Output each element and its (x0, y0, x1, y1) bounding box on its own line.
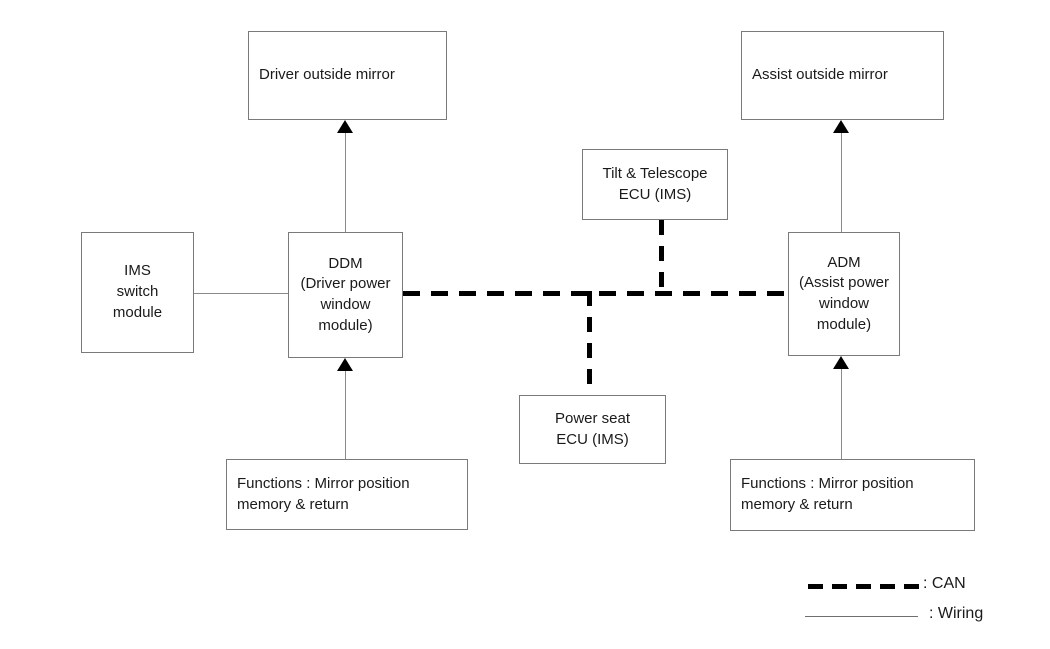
node-ims-switch-module: IMS switch module (81, 232, 194, 353)
wire-adm-to-assist-mirror (841, 124, 842, 232)
wire-ims-switch-to-ddm (194, 293, 288, 294)
arrow-adm-to-assist-mirror (833, 120, 849, 133)
arrow-functions-left-to-ddm (337, 358, 353, 371)
node-power-seat-ecu: Power seat ECU (IMS) (519, 395, 666, 464)
wire-ddm-to-driver-mirror (345, 124, 346, 232)
node-tilt-telescope-ecu: Tilt & Telescope ECU (IMS) (582, 149, 728, 220)
legend-can-line-sample (808, 584, 921, 589)
legend-can-label: : CAN (923, 575, 966, 592)
can-branch-power-seat (587, 291, 592, 396)
legend: : CAN : Wiring (800, 568, 1040, 628)
node-functions-left: Functions : Mirror position memory & ret… (226, 459, 468, 530)
wire-functions-left-to-ddm (345, 362, 346, 459)
legend-row-wiring: : Wiring (800, 598, 1040, 628)
node-adm-assist-power-window-module: ADM (Assist power window module) (788, 232, 900, 356)
can-bus-main-horizontal (403, 291, 789, 296)
wire-functions-right-to-adm (841, 360, 842, 459)
legend-row-can: : CAN (800, 568, 1040, 598)
arrow-ddm-to-driver-mirror (337, 120, 353, 133)
node-assist-outside-mirror: Assist outside mirror (741, 31, 944, 120)
can-branch-tilt-telescope (659, 220, 664, 294)
arrow-functions-right-to-adm (833, 356, 849, 369)
node-driver-outside-mirror: Driver outside mirror (248, 31, 447, 120)
legend-wiring-label: : Wiring (929, 605, 984, 622)
legend-wiring-line-sample (805, 616, 918, 617)
node-ddm-driver-power-window-module: DDM (Driver power window module) (288, 232, 403, 358)
node-functions-right: Functions : Mirror position memory & ret… (730, 459, 975, 531)
